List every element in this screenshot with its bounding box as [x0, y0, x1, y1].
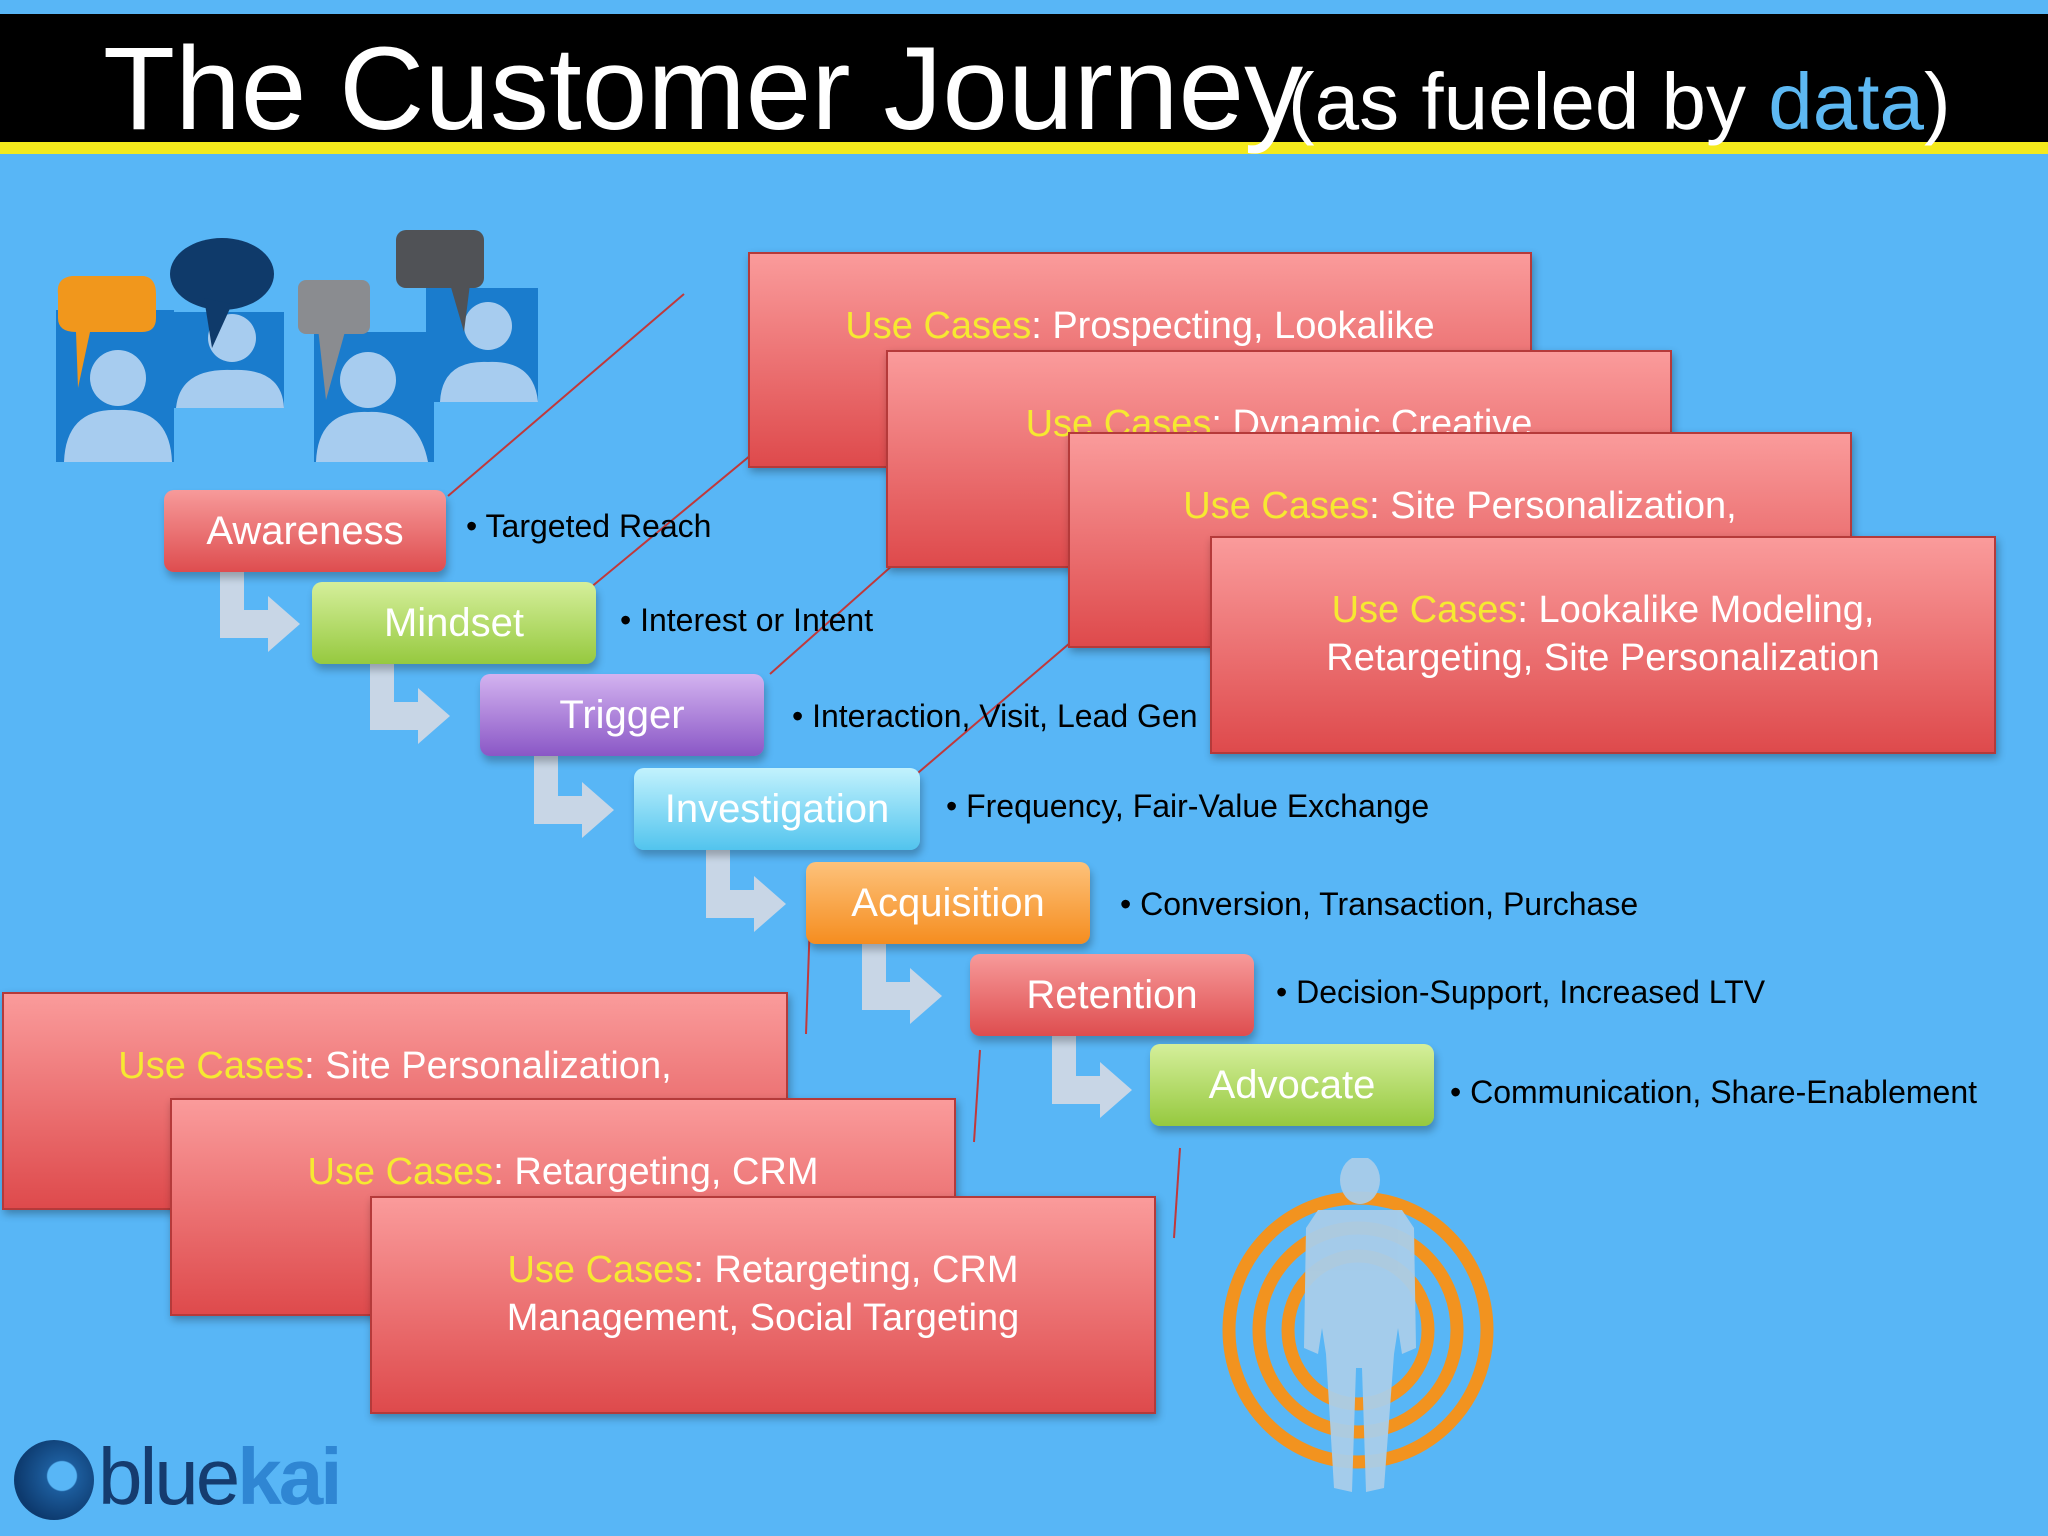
stage-acquisition: Acquisition [806, 862, 1090, 944]
stage-retention: Retention [970, 954, 1254, 1036]
use-case-box-social: Use Cases: Retargeting, CRM Management, … [370, 1196, 1156, 1414]
bullet-investigation: • Frequency, Fair-Value Exchange [946, 788, 1430, 824]
use-case-box-lookalike: Use Cases: Lookalike Modeling, Retargeti… [1210, 536, 1996, 754]
bullet-mindset: • Interest or Intent [620, 602, 874, 638]
use-case-text: Lookalike Modeling, Retargeting, Site Pe… [1326, 589, 1880, 679]
stage-mindset: Mindset [312, 582, 596, 664]
use-case-label: Use Cases [845, 305, 1032, 347]
subtitle-highlight: data [1768, 57, 1924, 146]
customer-target-icon [1222, 1158, 1494, 1492]
people-chat-icon [56, 230, 538, 462]
stage-trigger: Trigger [480, 674, 764, 756]
use-case-label: Use Cases [118, 1045, 305, 1087]
use-case-text: Retargeting, CRM Management, Social Targ… [506, 1249, 1020, 1339]
use-case-label: Use Cases [1331, 589, 1518, 631]
stage-advocate: Advocate [1150, 1044, 1434, 1126]
bullet-retention: • Decision-Support, Increased LTV [1276, 974, 1766, 1010]
title-bar: The Customer Journey (as fueled by data) [0, 14, 2048, 154]
stage-investigation: Investigation [634, 768, 920, 850]
page-subtitle: (as fueled by data) [1288, 57, 1951, 146]
bluekai-logo-icon [14, 1440, 94, 1520]
bullet-acquisition: • Conversion, Transaction, Purchase [1120, 886, 1639, 922]
bullet-advocate: • Communication, Share-Enablement [1450, 1074, 1978, 1110]
use-case-label: Use Cases [507, 1249, 694, 1291]
use-case-label: Use Cases [307, 1151, 494, 1193]
bullet-awareness: • Targeted Reach [466, 508, 712, 544]
bluekai-logo: bluekai [98, 1432, 342, 1521]
bullet-trigger: • Interaction, Visit, Lead Gen [792, 698, 1198, 734]
stage-awareness: Awareness [164, 490, 446, 572]
use-case-label: Use Cases [1183, 485, 1370, 527]
page-title: The Customer Journey [103, 23, 1304, 155]
